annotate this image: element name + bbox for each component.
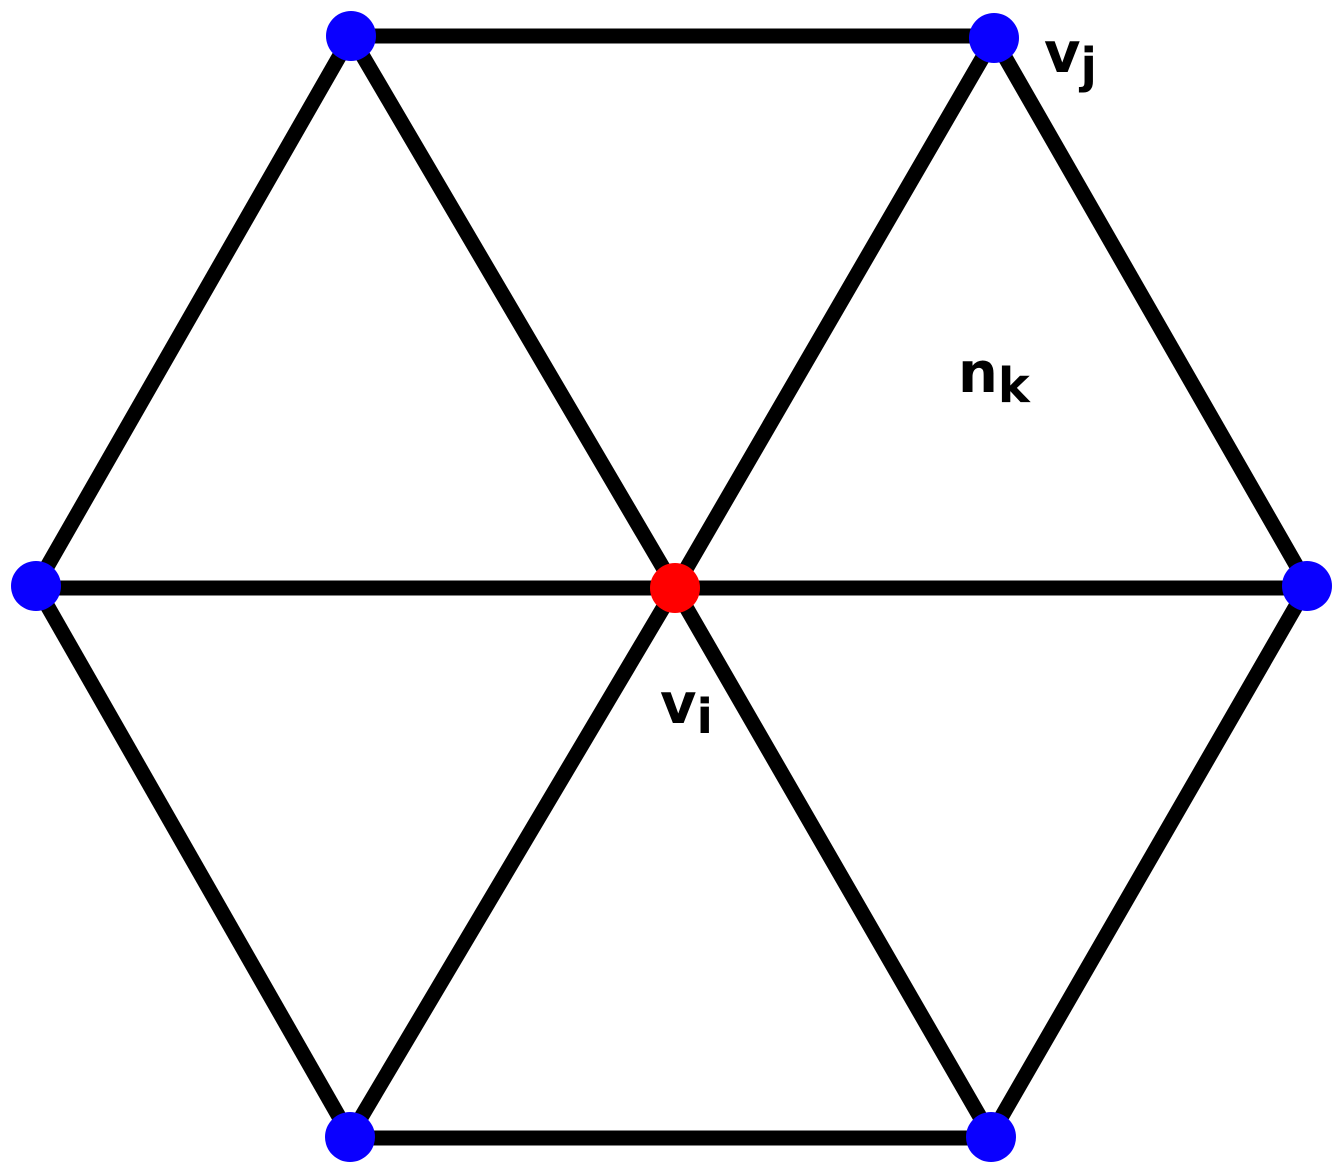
label-vi: vi: [660, 672, 713, 745]
vertex-bottom-right: [966, 1112, 1016, 1162]
edge-bottom-right: [984, 583, 1314, 1139]
label-nk-sub: k: [998, 358, 1031, 414]
labels: vi vj nk: [660, 21, 1097, 745]
label-nk: nk: [958, 341, 1031, 414]
spoke-bottom-right: [668, 584, 998, 1140]
spoke-top-left: [344, 32, 682, 592]
label-vj-sub: j: [1079, 38, 1097, 94]
edge-top-left: [29, 32, 358, 590]
spoke-top-right: [668, 34, 1001, 592]
vertices: [11, 11, 1332, 1162]
label-vi-sub: i: [697, 689, 713, 745]
vertex-center-vi: [650, 563, 700, 613]
label-vi-main: v: [660, 672, 697, 737]
vertex-right: [1282, 561, 1332, 611]
vertex-left: [11, 561, 61, 611]
vertex-top-left: [326, 11, 376, 61]
spoke-bottom-left: [343, 584, 682, 1140]
vertex-bottom-left: [325, 1112, 375, 1162]
edge-top-right: [987, 34, 1314, 588]
edge-bottom-left: [29, 582, 357, 1140]
vertex-top-right-vj: [969, 13, 1019, 63]
label-vj: vj: [1044, 21, 1097, 94]
label-vj-main: v: [1044, 21, 1081, 86]
label-nk-main: n: [958, 341, 998, 406]
edges: [29, 28, 1314, 1146]
